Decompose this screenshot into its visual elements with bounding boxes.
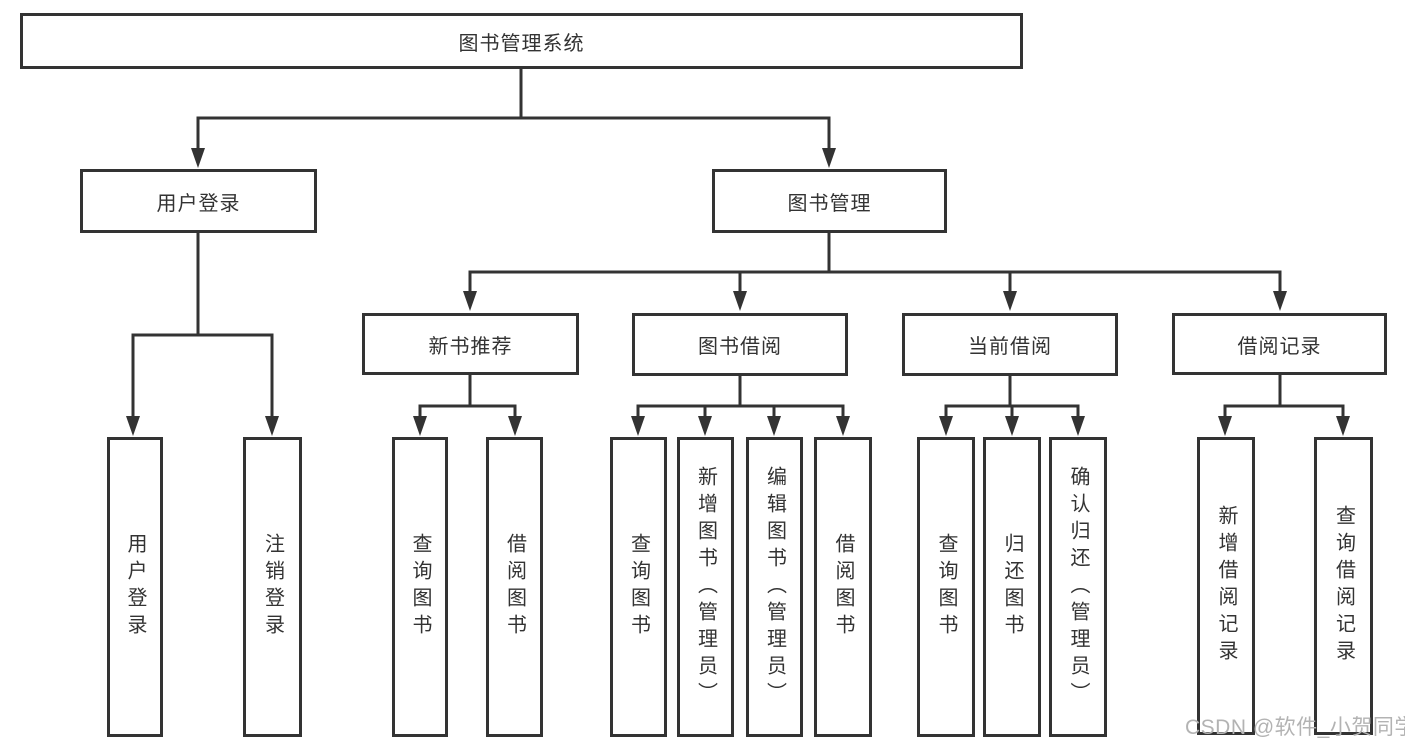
csdn-watermark: CSDN @软件_小贺同学 xyxy=(1185,716,1405,739)
leaf-label: 查询借阅记录 xyxy=(1332,505,1355,667)
node-label: 用户登录 xyxy=(156,192,241,215)
leaf-query-book-recommend: 查询图书 xyxy=(392,437,448,737)
leaf-logout: 注销登录 xyxy=(243,437,302,737)
leaf-edit-book-admin: 编辑图书（管理员） xyxy=(746,437,803,737)
leaf-borrow-book-recommend: 借阅图书 xyxy=(486,437,543,737)
leaf-return-book: 归还图书 xyxy=(983,437,1041,737)
node-label: 新书推荐 xyxy=(428,335,513,358)
leaf-label: 归还图书 xyxy=(1001,533,1023,641)
node-new-book-recommend: 新书推荐 xyxy=(362,313,579,375)
node-current-borrow: 当前借阅 xyxy=(902,313,1118,376)
node-label: 图书管理系统 xyxy=(458,32,585,55)
leaf-label: 查询图书 xyxy=(935,533,957,641)
leaf-add-book-admin: 新增图书（管理员） xyxy=(677,437,734,737)
leaf-label: 新增图书（管理员） xyxy=(694,465,717,709)
node-label: 图书借阅 xyxy=(698,336,782,358)
node-label: 当前借阅 xyxy=(968,336,1052,358)
leaf-confirm-return-admin: 确认归还（管理员） xyxy=(1049,437,1107,737)
leaf-user-login: 用户登录 xyxy=(107,437,163,737)
leaf-label: 注销登录 xyxy=(261,533,284,641)
leaf-label: 借阅图书 xyxy=(832,533,854,641)
leaf-label: 查询图书 xyxy=(627,533,650,641)
leaf-query-book-current: 查询图书 xyxy=(917,437,975,737)
node-label: 借阅记录 xyxy=(1237,335,1322,358)
leaf-label: 用户登录 xyxy=(124,533,146,641)
node-label: 图书管理 xyxy=(787,192,872,215)
arrowheads xyxy=(126,148,1350,436)
leaf-label: 编辑图书（管理员） xyxy=(763,465,786,709)
leaf-add-borrow-record: 新增借阅记录 xyxy=(1197,437,1255,735)
leaf-query-borrow-record: 查询借阅记录 xyxy=(1314,437,1373,735)
leaf-label: 查询图书 xyxy=(409,533,431,641)
node-book-management-branch: 图书管理 xyxy=(712,169,947,233)
leaf-query-book-borrow: 查询图书 xyxy=(610,437,667,737)
leaf-label: 借阅图书 xyxy=(503,533,526,641)
leaf-label: 新增借阅记录 xyxy=(1215,505,1237,667)
node-borrow-records: 借阅记录 xyxy=(1172,313,1387,375)
node-user-login-branch: 用户登录 xyxy=(80,169,317,233)
leaf-borrow-book: 借阅图书 xyxy=(814,437,872,737)
leaf-label: 确认归还（管理员） xyxy=(1067,465,1089,709)
node-book-borrow: 图书借阅 xyxy=(632,313,848,376)
node-library-management-system: 图书管理系统 xyxy=(20,13,1023,69)
